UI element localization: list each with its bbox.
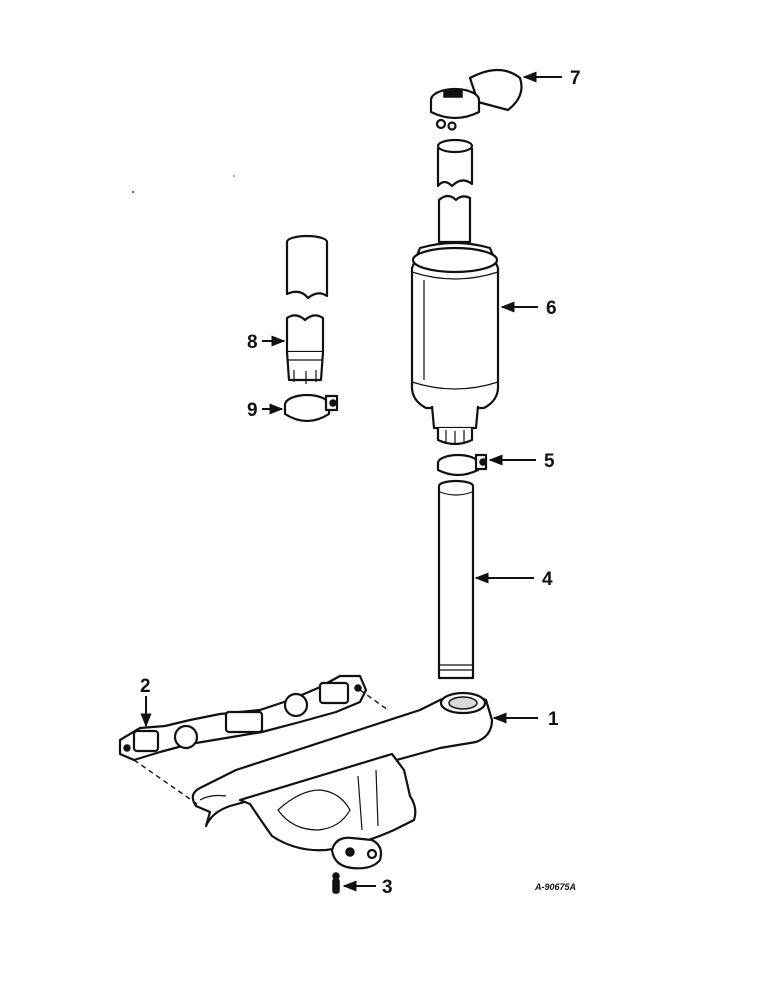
callout-6: 6 <box>500 298 557 319</box>
scan-speck <box>132 191 134 193</box>
exhaust-manifold <box>191 691 494 870</box>
callout-9: 9 <box>247 400 284 421</box>
alignment-line-lower <box>133 759 201 807</box>
callout-9-label: 9 <box>247 400 258 421</box>
callout-4-label: 4 <box>542 569 553 590</box>
callout-3: 3 <box>342 877 393 898</box>
manifold-gasket <box>118 674 368 762</box>
callout-4: 4 <box>474 569 553 590</box>
callout-8: 8 <box>247 332 286 353</box>
flex-pipe <box>285 234 329 384</box>
rain-cap <box>429 68 523 131</box>
callout-6-label: 6 <box>546 298 557 319</box>
drawing-reference: A-90675A <box>534 882 576 892</box>
extension-pipe <box>437 479 475 680</box>
alignment-line-upper <box>359 689 389 711</box>
stud <box>332 872 340 894</box>
callout-3-label: 3 <box>382 877 393 898</box>
callout-7: 7 <box>522 68 581 89</box>
muffler <box>410 241 500 446</box>
callout-8-label: 8 <box>247 332 258 353</box>
callout-5: 5 <box>488 451 555 472</box>
callout-5-label: 5 <box>544 451 555 472</box>
callout-7-label: 7 <box>570 68 581 89</box>
upper-pipe-section <box>436 138 474 244</box>
clamp-upper <box>283 393 339 423</box>
callout-1: 1 <box>492 709 559 730</box>
scan-speck <box>233 175 235 177</box>
callout-1-label: 1 <box>548 709 559 730</box>
callout-2-label: 2 <box>140 676 151 697</box>
clamp-lower <box>436 453 488 477</box>
callout-2: 2 <box>140 676 152 728</box>
